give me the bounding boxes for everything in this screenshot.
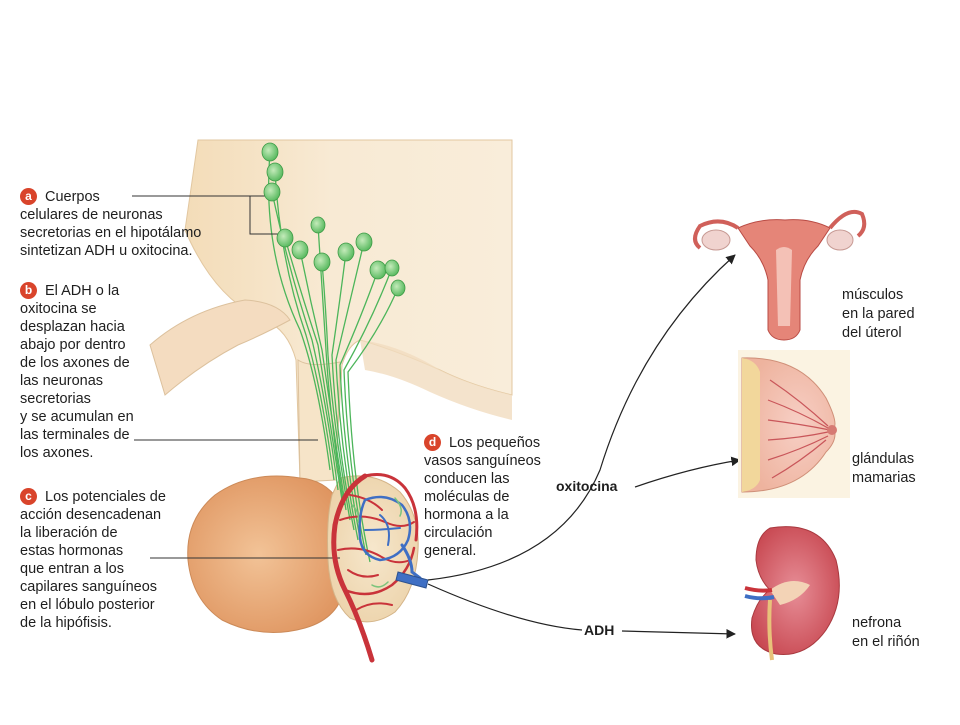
leader-lines bbox=[132, 195, 340, 559]
label-c-line: capilares sanguíneos bbox=[20, 579, 158, 595]
hormone-label-adh: ADH bbox=[584, 622, 615, 638]
label-d-line: circulación bbox=[424, 525, 493, 541]
neuron-cell bbox=[261, 142, 279, 162]
label-b-line: de los axones de bbox=[20, 355, 130, 371]
label-c-line: que entran a los bbox=[20, 561, 124, 577]
outflow-vein bbox=[395, 571, 429, 589]
label-b-line: El ADH o la bbox=[45, 283, 120, 299]
label-a-line: sintetizan ADH u oxitocina. bbox=[20, 243, 193, 259]
label-c-line: de la hipófisis. bbox=[20, 615, 112, 631]
neuron-cell bbox=[276, 228, 294, 248]
label-a: a Cuerpos celulares de neuronas secretori… bbox=[20, 188, 201, 260]
neuron-cell bbox=[337, 242, 355, 262]
kidney-illustration bbox=[744, 526, 840, 661]
label-d-line: hormona a la bbox=[424, 507, 509, 523]
arrow-to-mammary bbox=[634, 456, 741, 488]
arrow-to-uterus bbox=[427, 254, 736, 581]
organ-label-line: nefrona bbox=[852, 615, 902, 631]
organ-label-line: en la pared bbox=[842, 306, 915, 322]
neuron-cell bbox=[355, 232, 373, 252]
neuron-cell bbox=[390, 279, 406, 297]
neuron-cell bbox=[310, 216, 326, 234]
organ-label-line: mamarias bbox=[852, 470, 916, 486]
label-d-line: Los pequeños bbox=[449, 435, 541, 451]
neuron-cell bbox=[313, 252, 331, 272]
label-c-line: Los potenciales de bbox=[45, 489, 166, 505]
label-d-line: general. bbox=[424, 543, 477, 559]
label-a-line: celulares de neuronas bbox=[20, 207, 163, 223]
arrow-to-kidney bbox=[427, 583, 583, 631]
label-b-line: los axones. bbox=[20, 445, 94, 461]
label-c-line: estas hormonas bbox=[20, 543, 124, 559]
label-b-line: oxitocina se bbox=[20, 301, 97, 317]
label-d-line: moléculas de bbox=[424, 489, 510, 505]
label-b-line: las neuronas bbox=[20, 373, 104, 389]
uterus-illustration bbox=[693, 209, 867, 341]
organ-label-line: del úterol bbox=[842, 325, 902, 341]
capillary-network bbox=[331, 473, 422, 663]
label-c-line: acción desencadenan bbox=[20, 507, 162, 523]
neuron-cell bbox=[266, 162, 284, 182]
hormone-label-oxytocin: oxitocina bbox=[556, 478, 618, 494]
organ-label-uterus: músculos en la pared del úterol bbox=[842, 286, 915, 343]
label-a-line: secretorias en el hipotálamo bbox=[20, 225, 202, 241]
organ-label-line: glándulas bbox=[852, 451, 915, 467]
label-d-line: vasos sanguíneos bbox=[424, 453, 541, 469]
label-b-line: secretorias bbox=[20, 391, 91, 407]
badge-b: b bbox=[20, 282, 37, 299]
badge-c: c bbox=[20, 488, 37, 505]
label-b: b El ADH o la oxitocina se desplazan haci… bbox=[20, 282, 134, 462]
circulation-arrows bbox=[427, 254, 741, 639]
badge-d: d bbox=[424, 434, 441, 451]
organ-label-mammary: glándulas mamarias bbox=[852, 450, 916, 488]
label-b-line: abajo por dentro bbox=[20, 337, 126, 353]
mammary-gland-illustration bbox=[738, 350, 850, 498]
organ-label-line: en el riñón bbox=[852, 634, 920, 650]
neuron-cell bbox=[291, 240, 309, 260]
neuron-cell bbox=[384, 259, 400, 277]
label-b-line: las terminales de bbox=[20, 427, 130, 443]
label-d-line: conducen las bbox=[424, 471, 510, 487]
label-b-line: desplazan hacia bbox=[20, 319, 125, 335]
label-c-line: la liberación de bbox=[20, 525, 118, 541]
neuron-cell bbox=[263, 182, 281, 202]
organ-label-line: músculos bbox=[842, 287, 904, 303]
label-b-line: y se acumulan en bbox=[20, 409, 134, 425]
label-c-line: en el lóbulo posterior bbox=[20, 597, 155, 613]
label-d: d Los pequeños vasos sanguíneos conducen … bbox=[424, 434, 541, 560]
badge-a: a bbox=[20, 188, 37, 205]
anterior-pituitary-lobe bbox=[187, 475, 347, 633]
neuron-cell bbox=[369, 260, 387, 280]
neuron-cell-bodies bbox=[261, 142, 406, 297]
arrow-adh-to-kidney bbox=[621, 628, 736, 639]
organ-label-kidney: nefrona en el riñón bbox=[852, 614, 920, 652]
label-a-line: Cuerpos bbox=[45, 189, 100, 205]
